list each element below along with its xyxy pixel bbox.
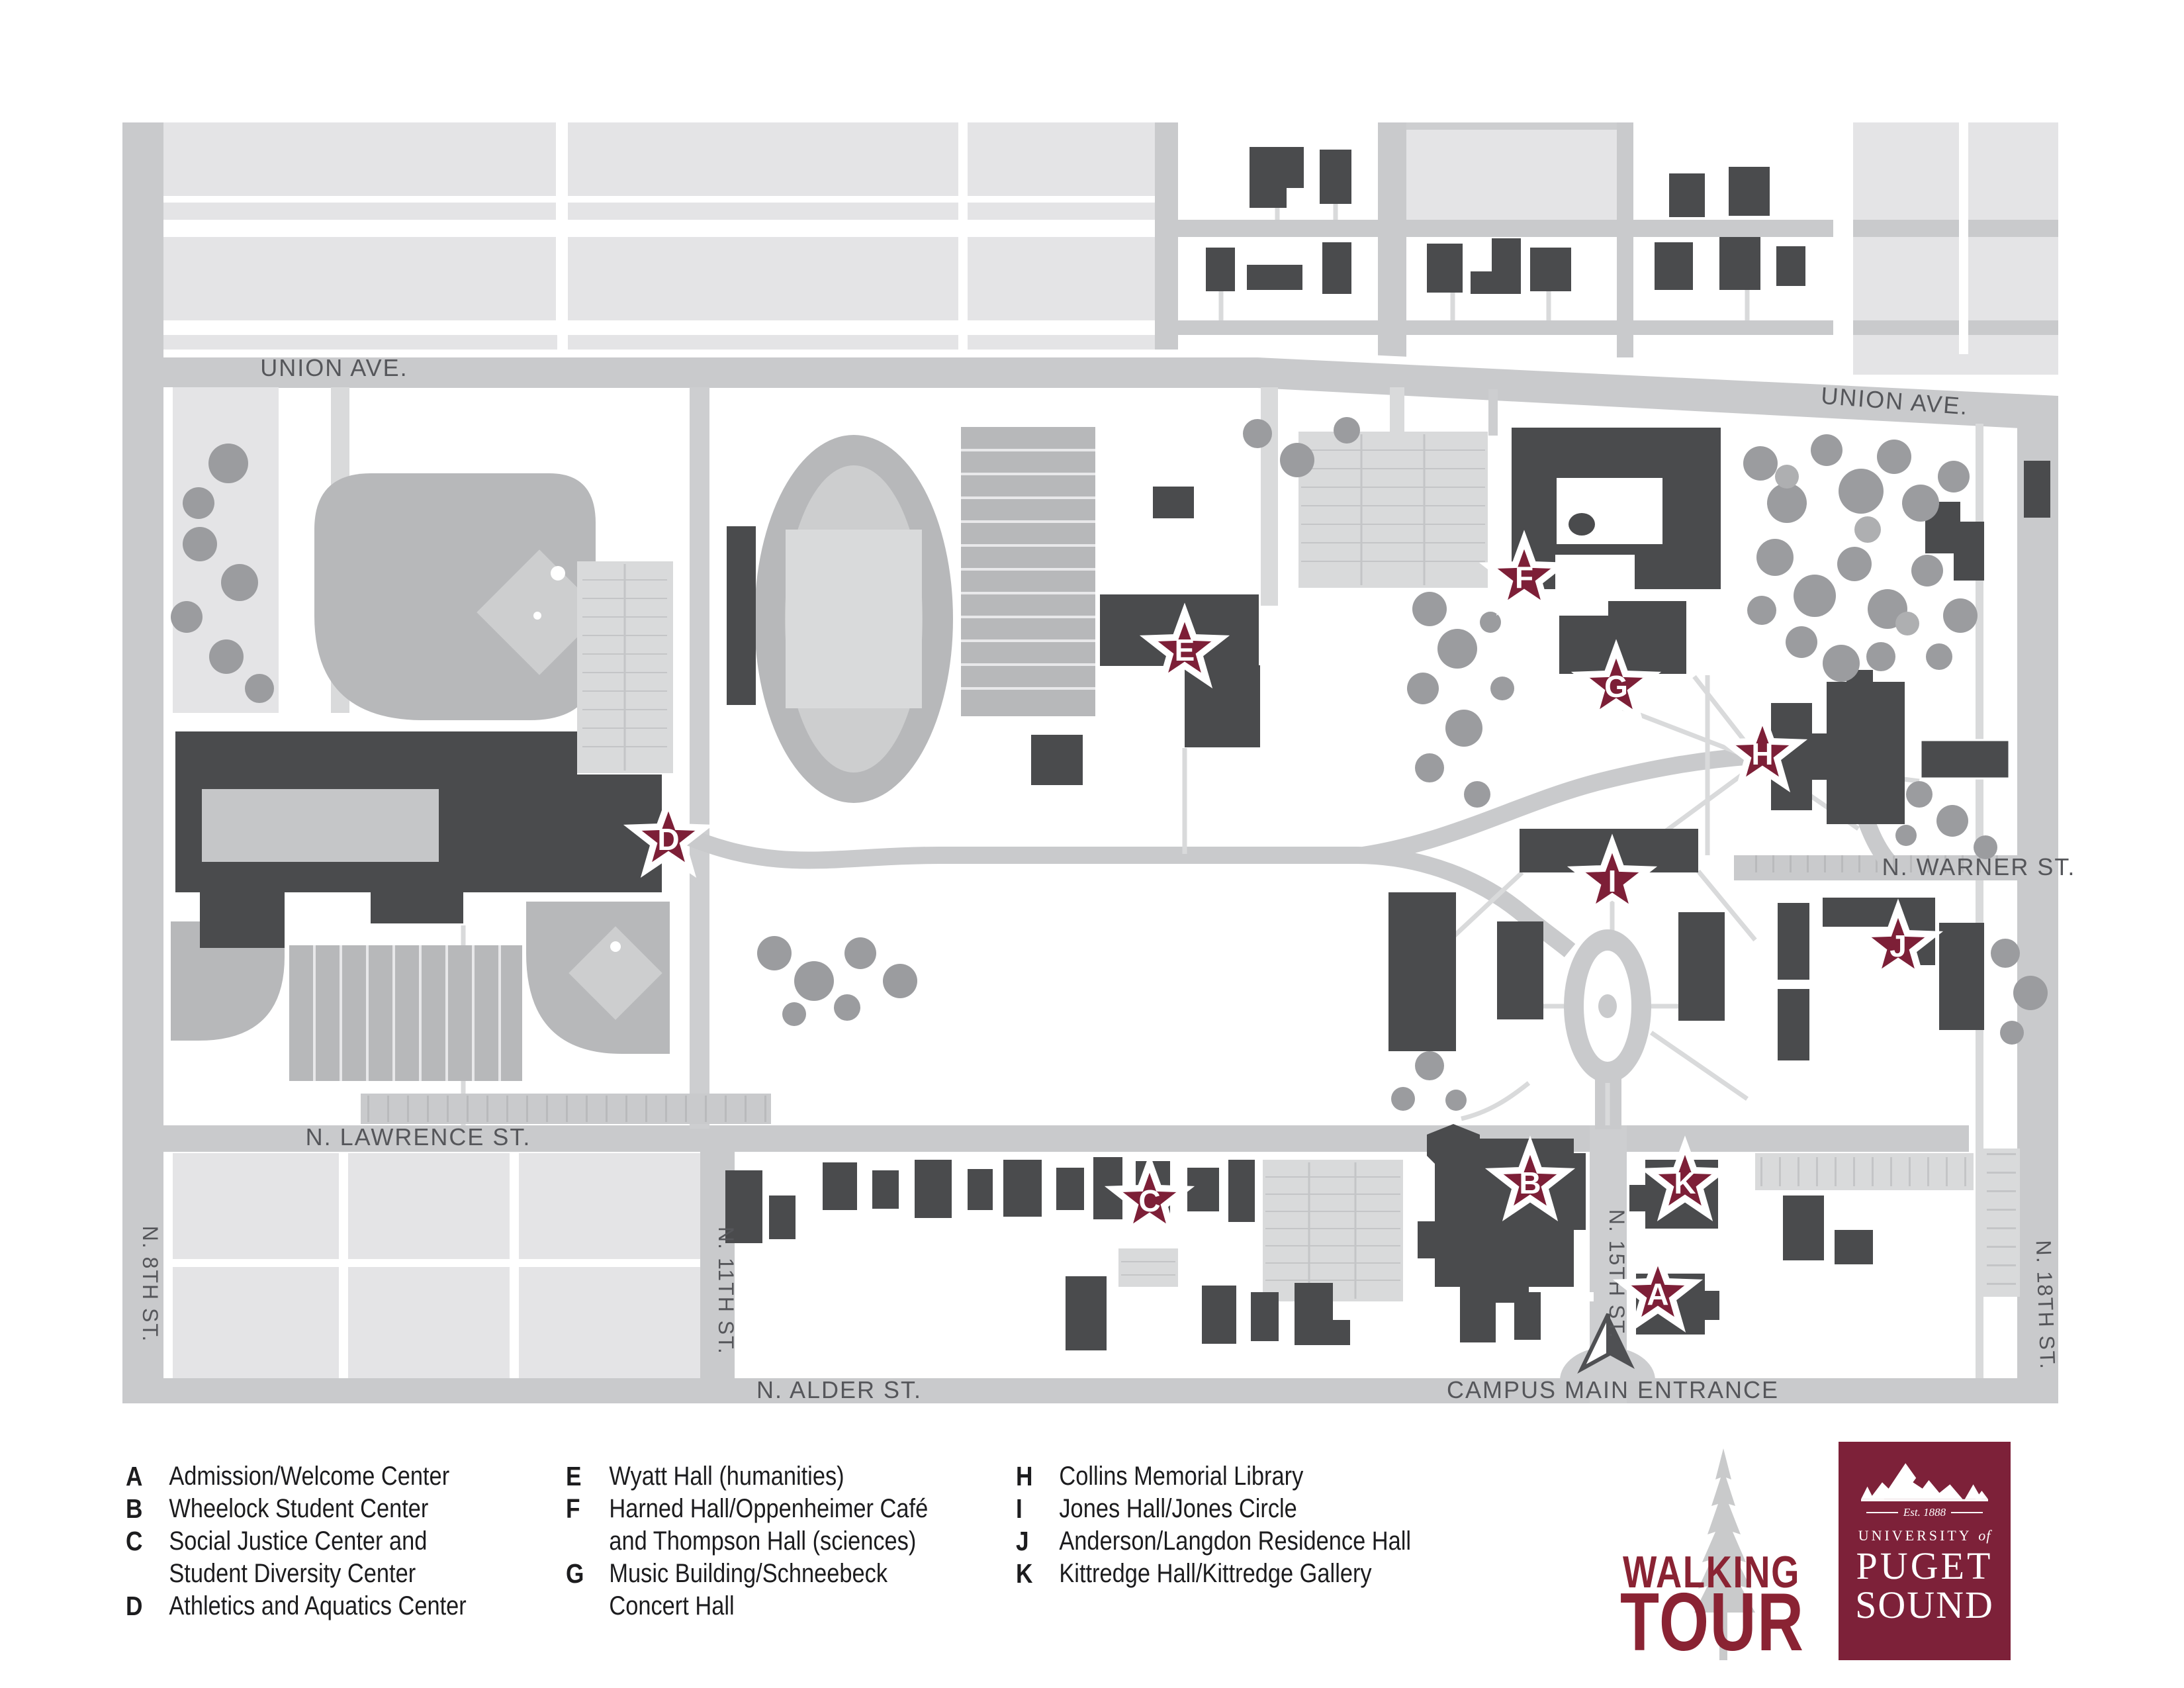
street-labels: UNION AVE.UNION AVE.N. WARNER ST.N. LAWR… — [138, 354, 2076, 1403]
map-marker-H[interactable]: H — [1717, 706, 1808, 792]
legend-letter: G — [566, 1558, 584, 1589]
street-label: N. 8TH ST. — [138, 1226, 162, 1342]
legend-entry-K: K Kittredge Hall/Kittredge Gallery — [1016, 1558, 1411, 1590]
map-marker-I[interactable]: I — [1567, 833, 1658, 919]
walking-title: WALKING — [1623, 1547, 1801, 1597]
legend-entry-I: I Jones Hall/Jones Circle — [1016, 1493, 1411, 1525]
legend-letter: H — [1016, 1461, 1033, 1491]
street-label: N. LAWRENCE ST. — [306, 1123, 531, 1150]
street-label: UNION AVE. — [260, 354, 408, 381]
legend-entry-H: H Collins Memorial Library — [1016, 1460, 1411, 1493]
marker-letter: J — [1889, 929, 1907, 963]
legend-entry-A: A Admission/Welcome Center — [126, 1460, 467, 1493]
logo-sound-line: SOUND — [1855, 1583, 1994, 1626]
map-marker-G[interactable]: G — [1570, 639, 1662, 725]
legend-letter: J — [1016, 1526, 1029, 1556]
marker-letter: H — [1751, 737, 1773, 771]
logo-est-line: Est. 1888 — [1839, 1506, 2011, 1519]
legend-letter: I — [1016, 1493, 1023, 1524]
legend-text: Athletics and Aquatics Center — [169, 1591, 467, 1620]
legend-entry-E: E Wyatt Hall (humanities) — [566, 1460, 928, 1493]
marker-letter: F — [1515, 560, 1533, 594]
legend-text: Anderson/Langdon Residence Hall — [1059, 1526, 1412, 1556]
map-marker-K[interactable]: K — [1639, 1135, 1731, 1221]
marker-letter: A — [1647, 1277, 1668, 1311]
marker-letter: K — [1674, 1166, 1696, 1200]
university-logo: Est. 1888 UNIVERSITY of PUGET SOUND — [1839, 1442, 2011, 1660]
legend-text: Kittredge Hall/Kittredge Gallery — [1059, 1559, 1372, 1588]
tour-title: TOUR — [1620, 1577, 1805, 1668]
logo-university-line: UNIVERSITY of — [1858, 1527, 1991, 1544]
street-label: N. ALDER ST. — [756, 1376, 922, 1403]
legend-column-2: E Wyatt Hall (humanities) F Harned Hall/Opp… — [566, 1460, 928, 1622]
legend-text: Collins Memorial Library — [1059, 1462, 1304, 1491]
map-marker-E[interactable]: E — [1139, 602, 1230, 688]
map-marker-D[interactable]: D — [623, 792, 714, 878]
conifer-tree-graphic — [1694, 1448, 1755, 1660]
legend-text: Admission/Welcome Center — [169, 1462, 450, 1491]
athletic-fields — [171, 427, 2020, 1301]
north-arrow-icon — [1577, 1313, 1635, 1374]
legend-letter: B — [126, 1493, 143, 1524]
legend-text: Wyatt Hall (humanities) — [609, 1462, 844, 1491]
buildings — [175, 147, 2050, 1350]
marker-letter: B — [1519, 1166, 1541, 1200]
street-label: N. 15TH ST. — [1605, 1209, 1629, 1339]
marker-letter: I — [1608, 864, 1617, 898]
map-marker-B[interactable]: B — [1484, 1135, 1576, 1221]
legend-text: Jones Hall/Jones Circle — [1059, 1494, 1297, 1523]
mountains-icon — [1861, 1463, 1988, 1501]
legend-entry-J: J Anderson/Langdon Residence Hall — [1016, 1525, 1411, 1558]
street-label: N. 18TH ST. — [2032, 1240, 2060, 1370]
legend-letter: E — [566, 1461, 582, 1491]
legend-letter: F — [566, 1493, 580, 1524]
legend-letter: D — [126, 1591, 143, 1621]
street-label: N. 11TH ST. — [714, 1227, 738, 1355]
map-marker-F[interactable]: F — [1479, 530, 1570, 616]
jones-circle — [1564, 929, 1651, 1083]
legend-letter: C — [126, 1526, 143, 1556]
street-label: CAMPUS MAIN ENTRANCE — [1447, 1376, 1779, 1403]
legend-entry-B: B Wheelock Student Center — [126, 1493, 467, 1525]
map-marker-A[interactable]: A — [1612, 1246, 1704, 1333]
legend-letter: K — [1016, 1558, 1033, 1589]
legend-entry-D: D Athletics and Aquatics Center — [126, 1590, 467, 1622]
street-label: N. WARNER ST. — [1882, 853, 2076, 880]
marker-letter: D — [657, 822, 679, 857]
building-markers: A B C D E F G H I J K — [623, 530, 1944, 1333]
legend-text: Wheelock Student Center — [169, 1494, 429, 1523]
marker-letter: G — [1604, 669, 1628, 704]
map-marker-C[interactable]: C — [1104, 1153, 1195, 1239]
logo-puget-line: PUGET — [1856, 1544, 1993, 1587]
marker-letter: C — [1138, 1184, 1160, 1218]
map-marker-J[interactable]: J — [1852, 898, 1944, 984]
marker-letter: E — [1175, 633, 1195, 667]
trees — [171, 417, 2048, 1111]
legend-letter: A — [126, 1461, 143, 1491]
